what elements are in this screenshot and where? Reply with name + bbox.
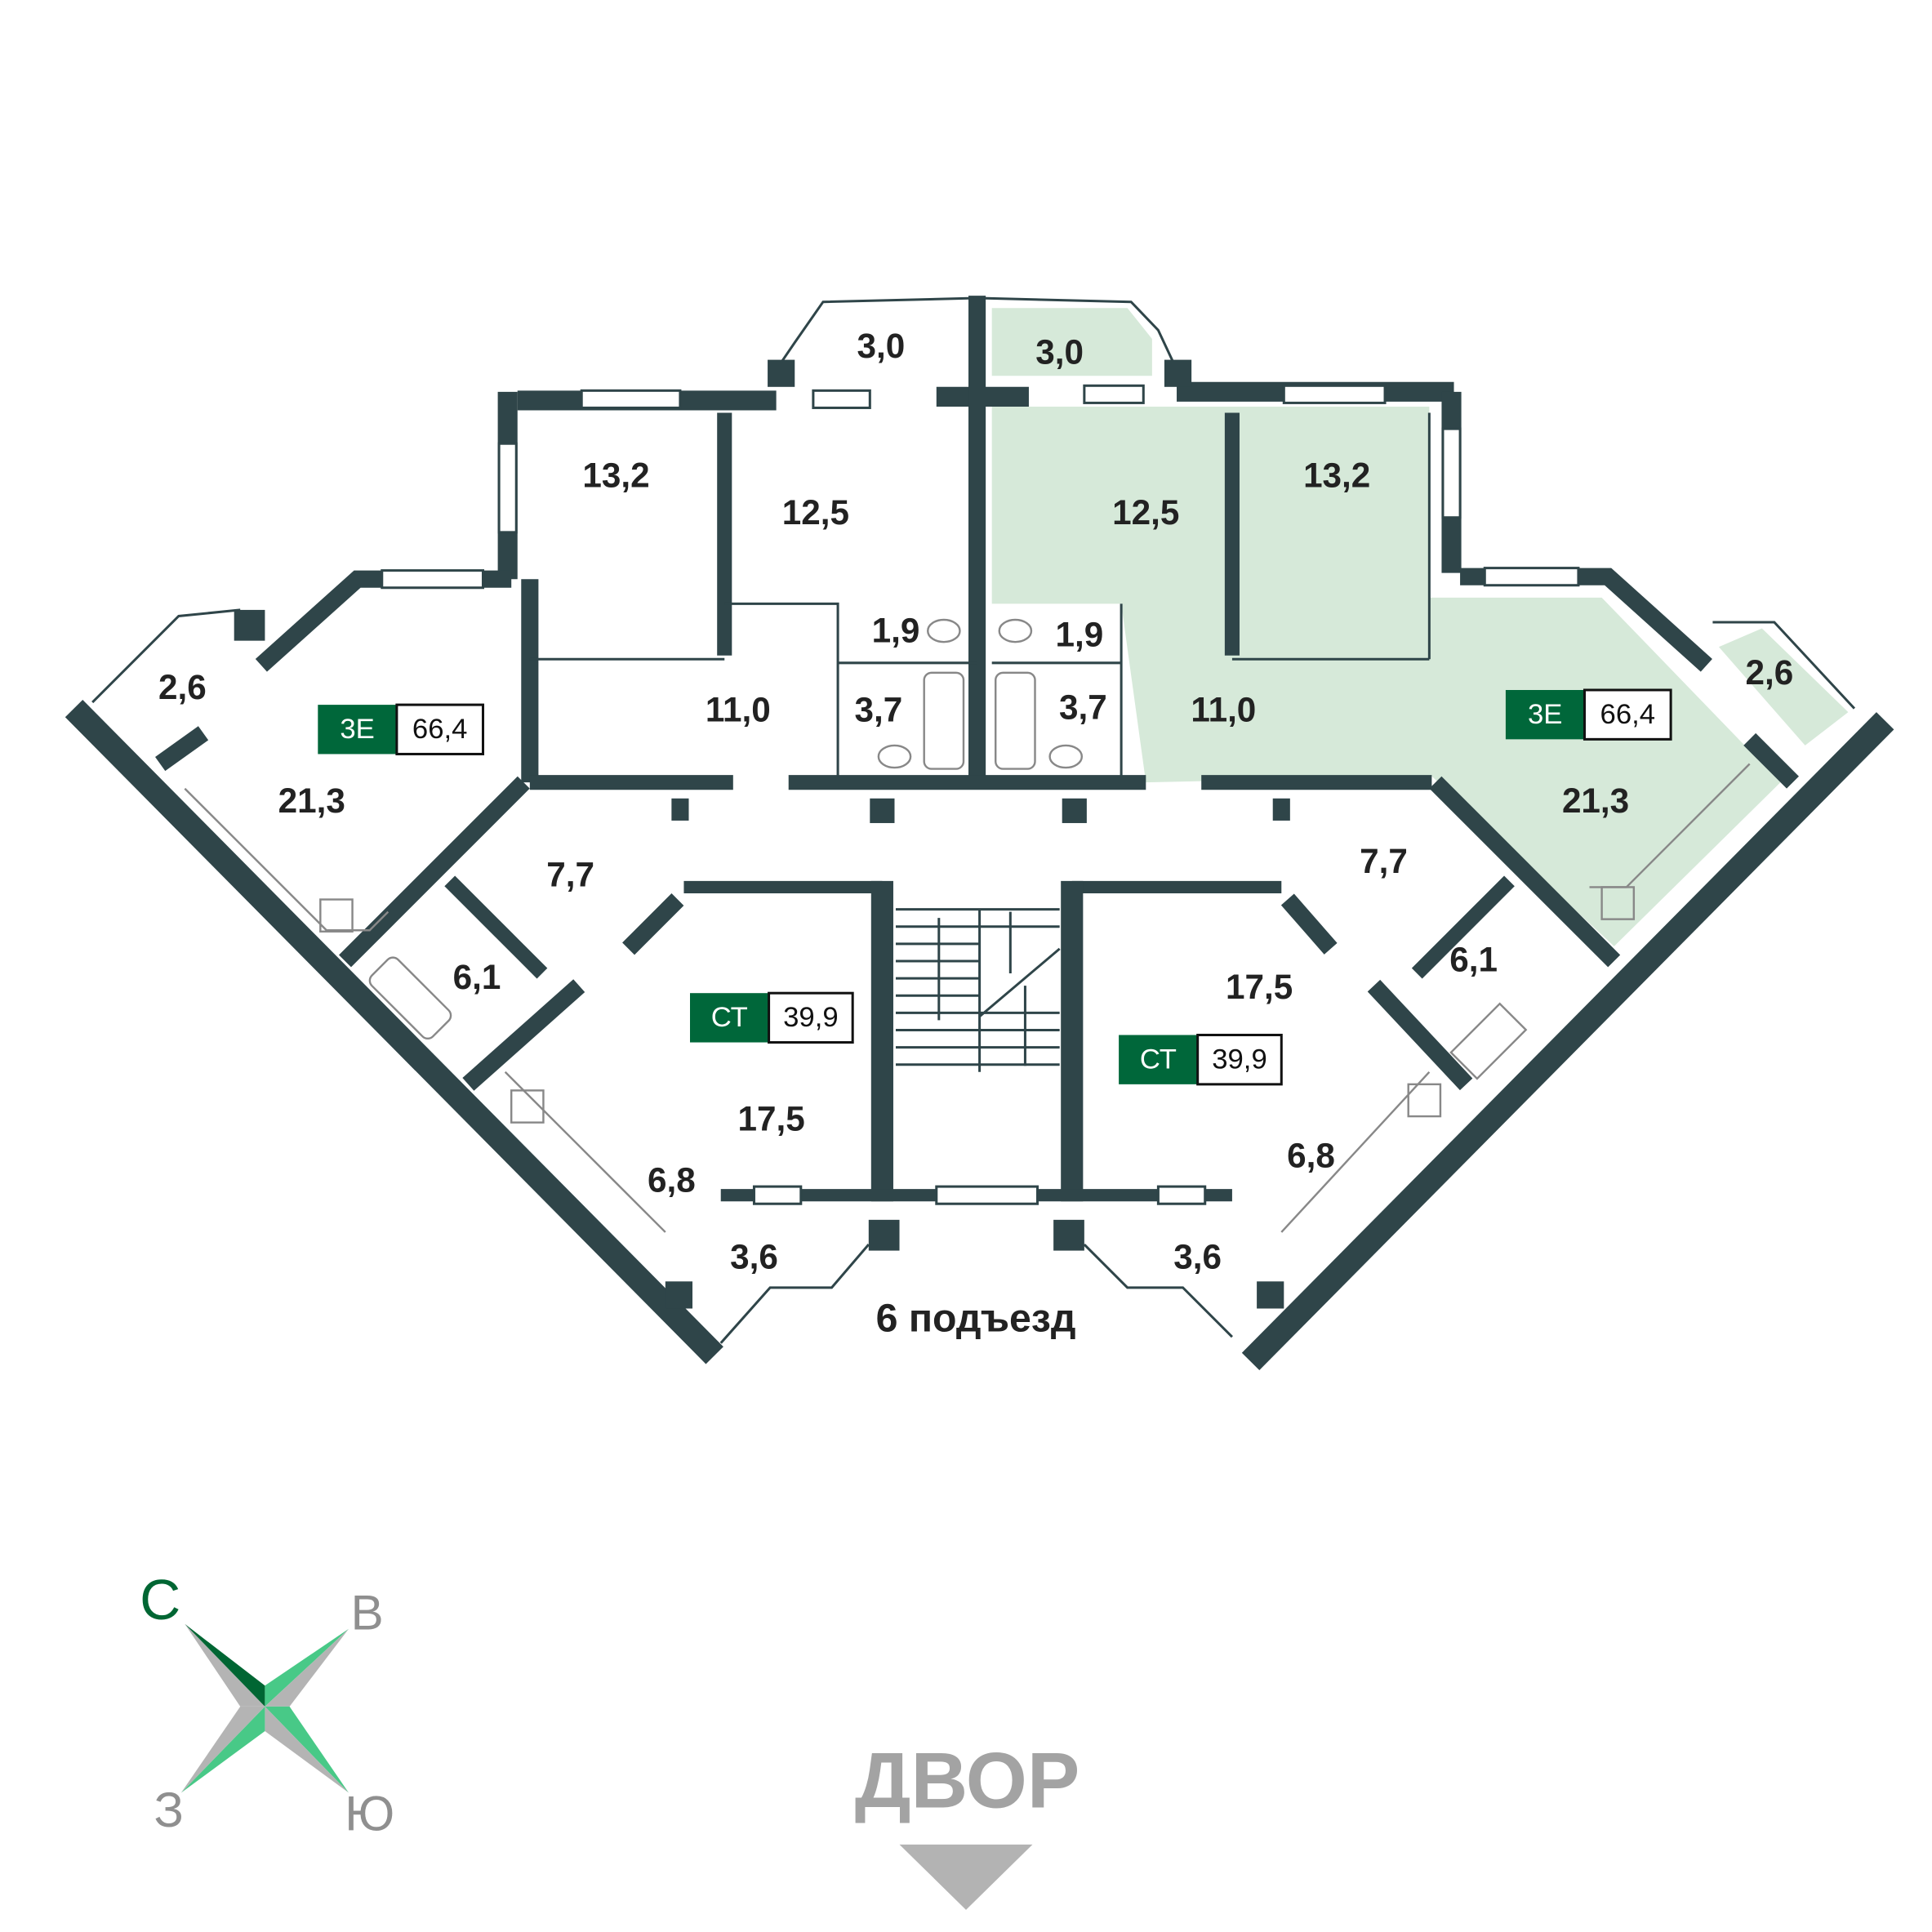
room-area: 17,5 [1226,968,1293,1006]
room-area: 11,0 [1191,690,1256,728]
room-area: 21,3 [278,781,345,820]
room-area: 3,6 [730,1237,778,1275]
room-area: 3,0 [857,327,906,365]
apartment-badge-left-st[interactable]: СТ 39,9 [690,991,854,1044]
bathtub-icon [995,671,1036,770]
stove-icon [1600,886,1636,920]
room-area: 2,6 [158,668,207,706]
apartment-badge-right-3e[interactable]: 3Е 66,4 [1505,688,1672,741]
yard-arrow-icon [899,1844,1033,1910]
room-area: 3,7 [1059,688,1107,726]
room-area: 3,0 [1035,333,1084,372]
compass-east: В [351,1585,384,1640]
entrance-label: 6 подъезд [876,1296,1076,1340]
room-area: 13,2 [1303,456,1370,495]
room-area: 6,8 [648,1161,696,1200]
kitchen-counter [1280,1071,1431,1233]
apartment-type: СТ [1140,1044,1177,1075]
sink-icon [1048,744,1084,769]
sink-icon [510,1089,545,1124]
apartment-area: 66,4 [412,714,468,745]
highlighted-apartment[interactable] [991,308,1849,946]
room-area: 6,1 [1449,941,1498,979]
toilet-icon [927,618,961,643]
kitchen-counter [504,1071,666,1233]
apartment-area: 39,9 [783,1002,839,1033]
yard-label: ДВОР [855,1737,1080,1824]
apartment-badge-right-st[interactable]: СТ 39,9 [1119,1033,1283,1086]
room-area: 7,7 [546,856,594,894]
bathtub-icon [368,956,452,1040]
compass-west: З [154,1782,183,1837]
compass-north: С [140,1568,180,1632]
room-area: 7,7 [1360,842,1408,880]
bathtub-icon [923,671,965,770]
apartment-type: 3Е [1528,699,1562,730]
room-area: 1,9 [1055,615,1103,653]
sink-icon [1407,1083,1442,1118]
room-area: 17,5 [737,1099,804,1137]
shower-icon [1449,1002,1528,1080]
stove-icon [319,898,354,933]
staircase [895,908,1061,1072]
apartment-area: 66,4 [1600,699,1656,730]
highlight-balcony [991,308,1152,376]
room-area: 21,3 [1562,781,1629,820]
highlight-loggia [1718,628,1849,746]
apartment-type: 3Е [340,714,374,745]
room-area: 11,0 [706,690,771,728]
room-area: 12,5 [1112,493,1179,532]
room-area: 6,1 [453,958,501,996]
room-area: 2,6 [1745,653,1793,692]
room-areas: 3,0 3,0 13,2 12,5 12,5 13,2 1,9 1,9 3,7 … [158,327,1793,1275]
room-area: 12,5 [782,493,849,532]
compass-rose-icon: С В З Ю [140,1568,394,1841]
highlight-fill [991,406,1781,946]
kitchen-counter [184,787,390,932]
apartment-area: 39,9 [1212,1044,1267,1075]
room-area: 13,2 [582,456,649,495]
toilet-icon [998,618,1033,643]
fixtures [184,618,1751,1233]
apartment-type: СТ [711,1002,748,1033]
windows [381,384,1580,1205]
room-area: 3,7 [854,690,902,728]
room-area: 6,8 [1287,1137,1335,1175]
room-area: 1,9 [872,612,920,650]
apartment-badge-left-3e[interactable]: 3Е 66,4 [318,703,485,755]
sink-icon [877,744,912,769]
room-area: 3,6 [1173,1237,1222,1275]
walls [65,296,1894,1370]
compass-south: Ю [345,1786,394,1841]
